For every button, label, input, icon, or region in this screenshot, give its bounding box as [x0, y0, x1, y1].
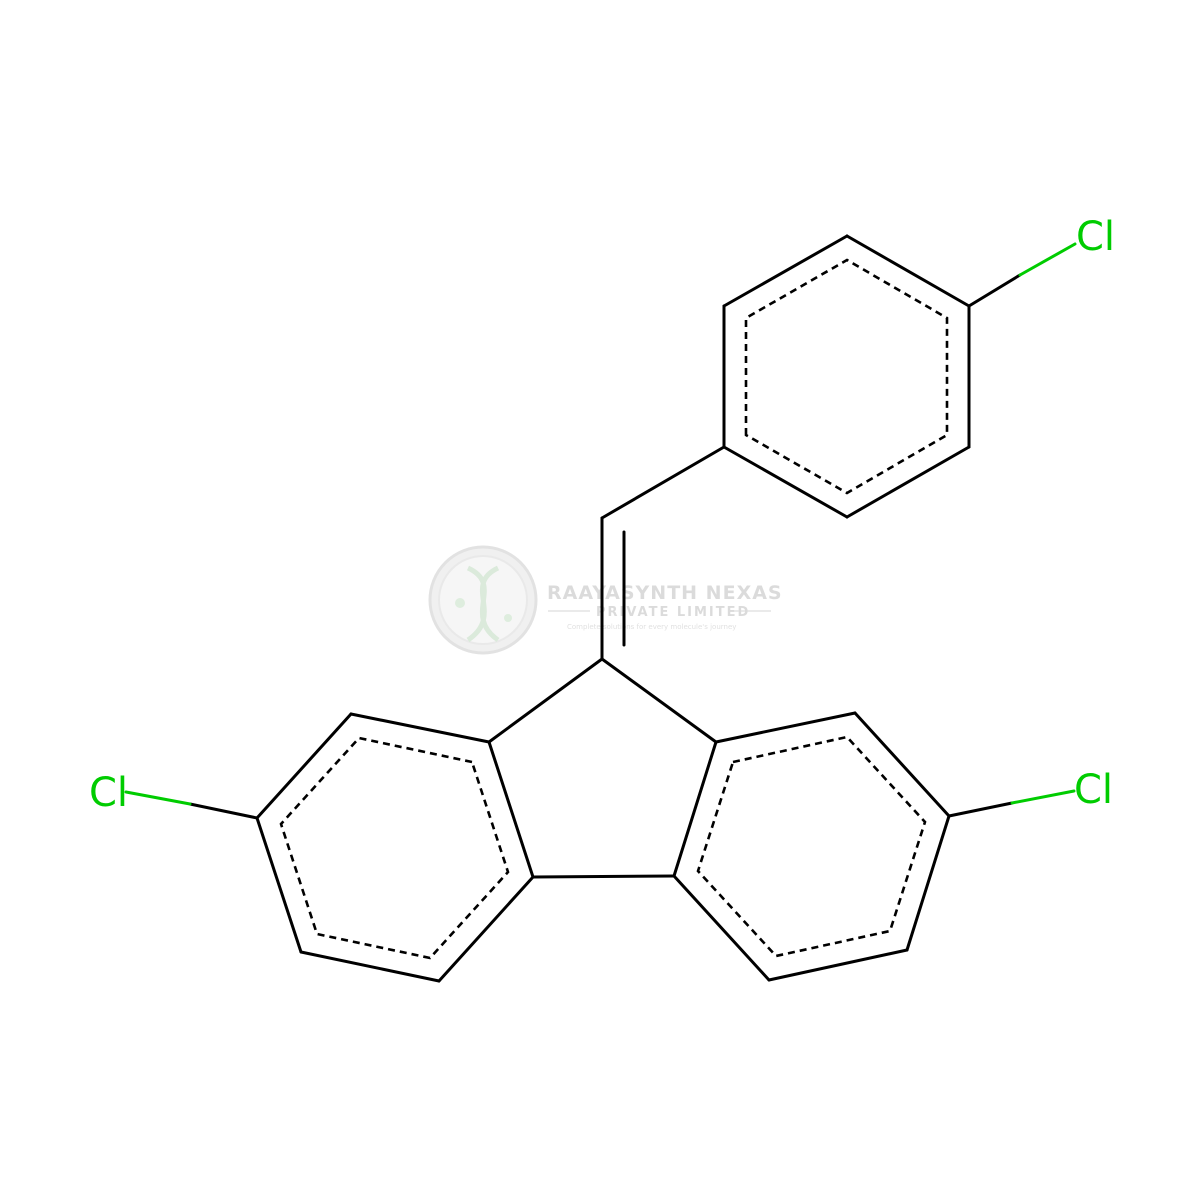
bond [845, 234, 971, 308]
bond [349, 712, 491, 744]
bond [722, 445, 849, 519]
watermark-dot-icon [504, 614, 512, 622]
bond [600, 657, 718, 744]
chlorine-atom-label: Cl [1076, 214, 1115, 260]
bond [905, 814, 951, 952]
watermark-dna-icon [466, 565, 500, 643]
watermark-dot-icon [455, 598, 465, 608]
bond-to-chlorine [947, 801, 1014, 818]
bond [845, 445, 971, 519]
bond [487, 657, 604, 744]
aromatic-inner-ring [696, 735, 927, 958]
watermark-subtitle: PRIVATE LIMITED [596, 605, 750, 620]
aromatic-inner-ring [744, 258, 949, 495]
chlorine-atom-label: Cl [89, 770, 128, 816]
bond [672, 874, 771, 982]
aromatic-inner-ring [279, 736, 510, 960]
bond [722, 234, 849, 308]
bond-to-chlorine [967, 273, 1022, 308]
watermark-company: RAAYASYNTH NEXAS [547, 582, 783, 604]
bond [672, 740, 718, 878]
bond [600, 445, 726, 520]
bond-to-chlorine [1010, 789, 1076, 805]
bond [299, 950, 441, 983]
bond [255, 816, 303, 954]
five-membered-ring [487, 657, 718, 879]
bond-to-chlorine [124, 790, 192, 806]
bond [437, 875, 535, 983]
watermark-tagline: Complete solutions for every molecule's … [567, 623, 736, 631]
bond [487, 740, 535, 879]
chlorophenyl-ring [722, 234, 971, 519]
watermark: RAAYASYNTH NEXAS PRIVATE LIMITED Complet… [428, 545, 783, 655]
bond [767, 948, 909, 982]
bond-to-chlorine [188, 802, 259, 820]
bond [714, 711, 857, 744]
chlorine-atom-label: Cl [1074, 767, 1113, 813]
bond [531, 874, 676, 879]
right-benzo-ring [672, 711, 951, 982]
left-benzo-ring [255, 712, 535, 983]
bond-to-chlorine [1018, 242, 1077, 277]
bond [853, 711, 951, 818]
bond [255, 712, 353, 820]
